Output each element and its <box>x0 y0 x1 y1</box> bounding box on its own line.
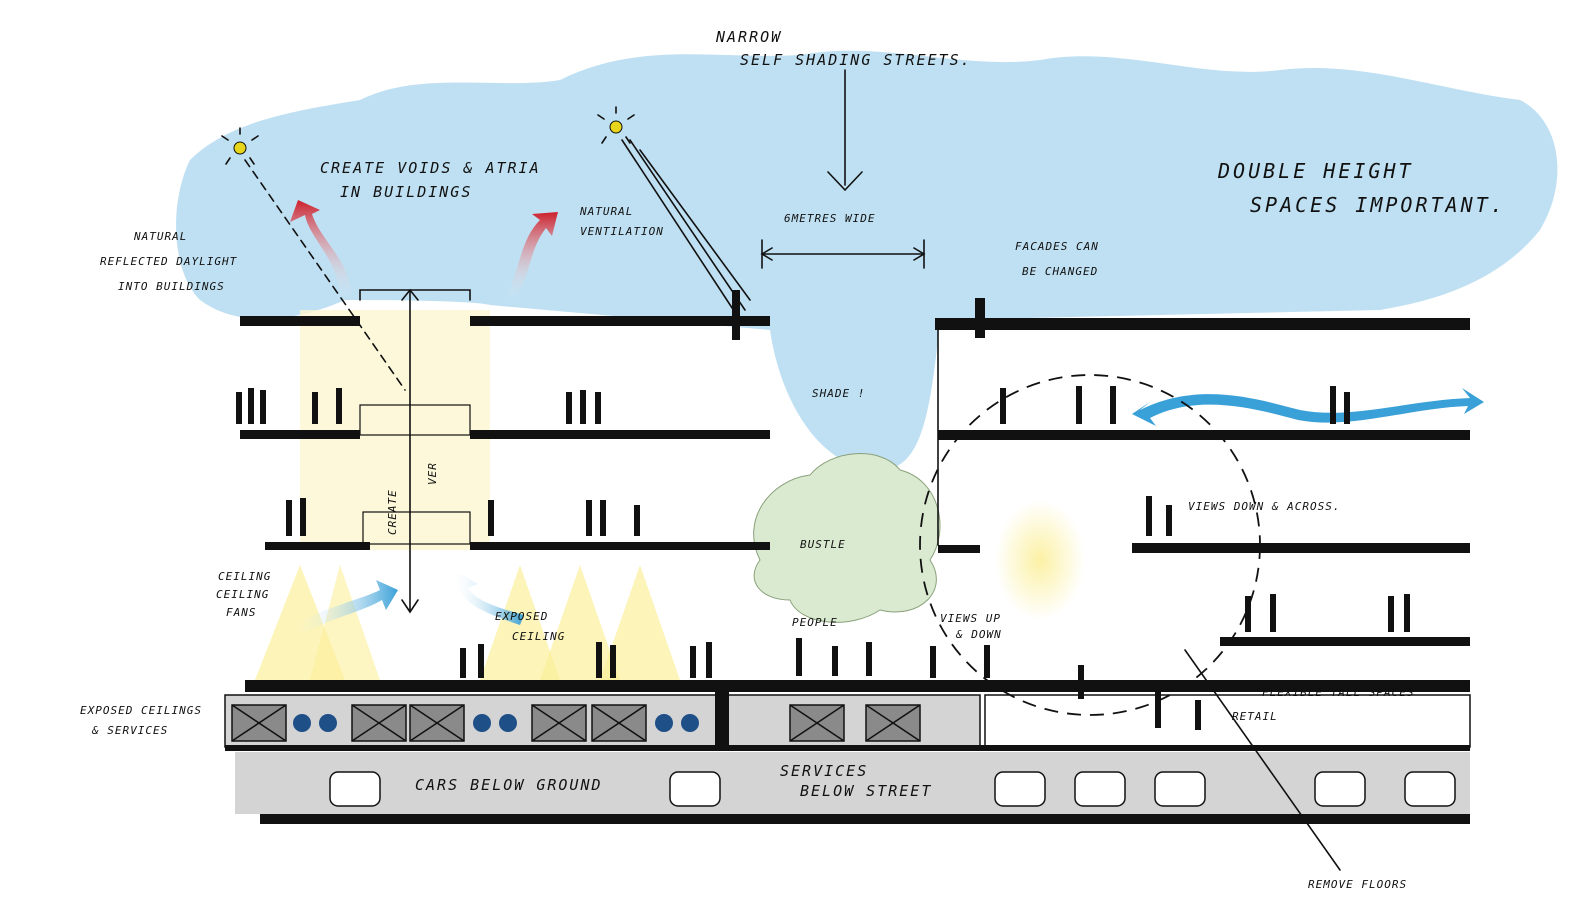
exposed-line-2: CEILING <box>512 630 565 643</box>
ceiling-line-1: CEILING <box>218 570 271 583</box>
sun-icon <box>597 106 635 144</box>
daylight-line-2: REFLECTED DAYLIGHT <box>100 255 238 268</box>
double-height-line-2: SPACES IMPORTANT. <box>1250 193 1506 217</box>
fans-line: FANS <box>226 606 257 619</box>
voids-line-1: CREATE VOIDS & ATRIA <box>320 159 541 177</box>
services-line-2: BELOW STREET <box>800 782 932 800</box>
red-arrow-left <box>290 200 352 300</box>
narrow-title: NARROW <box>715 28 782 46</box>
blue-arrow-left <box>295 580 398 635</box>
narrow-arrowhead <box>827 171 863 192</box>
street-width-label: 6METRES WIDE <box>784 212 875 225</box>
sun-rays <box>621 139 751 321</box>
ventilation-line-1: NATURAL <box>579 205 633 218</box>
service-ducts <box>231 704 921 742</box>
people-label: PEOPLE <box>792 616 838 629</box>
exposed-services-line-1: EXPOSED CEILINGS <box>80 704 202 717</box>
daylight-line-1: NATURAL <box>133 230 187 243</box>
basement <box>224 680 1471 824</box>
right-building <box>935 298 1470 646</box>
blue-arrow-mid <box>450 572 524 625</box>
services-line-1: SERVICES <box>780 762 868 780</box>
flexible-line-1: FLEXIBLE TALL SPACES <box>1262 686 1414 699</box>
bustle-label: BUSTLE <box>800 538 846 551</box>
exposed-line-1: EXPOSED <box>495 610 548 623</box>
views-up-line-2: & DOWN <box>955 628 1002 641</box>
sun-icon <box>221 127 259 165</box>
ceiling-line-2: CEILING <box>216 588 269 601</box>
double-arrow <box>1132 388 1484 426</box>
exposed-services-line-2: & SERVICES <box>91 724 168 737</box>
width-tick <box>760 239 926 269</box>
views-down-label: VIEWS DOWN & ACROSS. <box>1188 500 1340 513</box>
light-glow <box>255 310 1085 680</box>
sky-wash <box>176 50 1558 470</box>
service-pipes <box>293 714 699 732</box>
cars <box>329 771 1456 807</box>
ventilation-line-2: VENTILATION <box>580 225 664 238</box>
create-label: CREATE <box>386 489 399 535</box>
ver-label: VER <box>426 462 439 485</box>
views-up-line-1: VIEWS UP <box>940 612 1001 625</box>
flexible-line-2: RETAIL <box>1232 710 1278 723</box>
narrow-subtitle: SELF SHADING STREETS. <box>740 51 972 69</box>
remove-pointer <box>1184 649 1341 871</box>
facades-line-1: FACADES CAN <box>1015 240 1099 253</box>
shade-label: SHADE ! <box>812 387 865 400</box>
red-arrow-right <box>505 212 558 300</box>
remove-floors-label: REMOVE FLOORS <box>1308 878 1407 891</box>
street-tree <box>753 453 941 623</box>
voids-line-2: IN BUILDINGS <box>340 183 472 201</box>
view-circle <box>919 374 1261 716</box>
facades-line-2: BE CHANGED <box>1022 265 1098 278</box>
daylight-line-3: INTO BUILDINGS <box>118 280 225 293</box>
people <box>236 386 1410 730</box>
double-height-line-1: DOUBLE HEIGHT <box>1217 159 1414 183</box>
sun-ray <box>244 159 406 391</box>
cars-label: CARS BELOW GROUND <box>415 776 603 794</box>
